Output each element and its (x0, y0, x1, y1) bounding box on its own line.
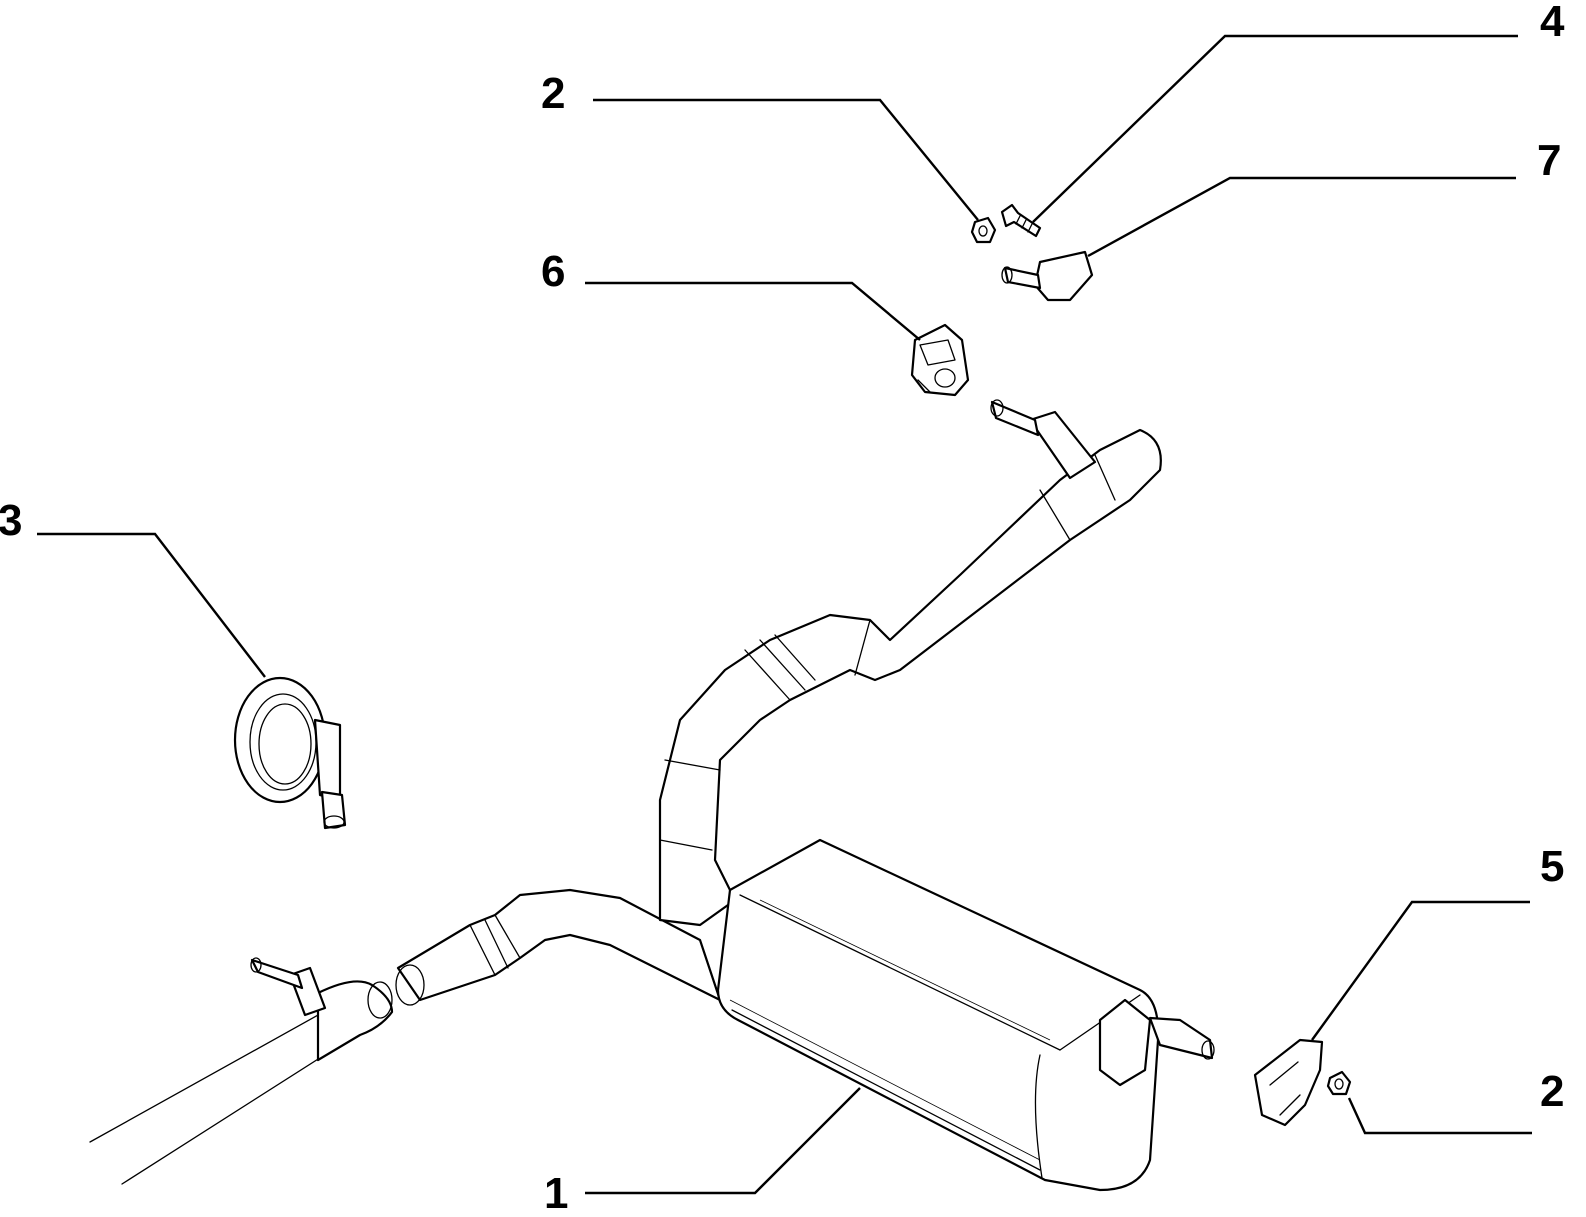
callout-4: 4 (1540, 0, 1565, 46)
leader-line-2-lower (1347, 1097, 1532, 1135)
front-pipe-section (89, 957, 394, 1185)
leader-line-4 (1032, 34, 1518, 223)
callout-3: 3 (0, 496, 22, 545)
leader-line-1 (585, 1087, 861, 1195)
callout-1: 1 (544, 1169, 568, 1217)
pipe-clamp (233, 676, 347, 830)
leader-line-2-upper (593, 98, 979, 221)
leader-line-3 (37, 532, 266, 678)
leader-line-7 (1087, 176, 1516, 258)
callout-6: 6 (541, 247, 565, 296)
rubber-mount (910, 323, 970, 397)
callout-7: 7 (1537, 136, 1561, 185)
leader-line-6 (585, 281, 921, 341)
callout-5: 5 (1540, 842, 1564, 891)
hanger-bracket-upper (1001, 250, 1094, 302)
callout-2-lower: 2 (1540, 1067, 1564, 1116)
bolt (1000, 203, 1042, 238)
callout-2-upper: 2 (541, 69, 565, 118)
nut-upper (970, 216, 997, 244)
leader-line-5 (1311, 900, 1530, 1041)
exhaust-pipe-assembly (395, 399, 1215, 1192)
hanger-bracket-rear (1253, 1038, 1324, 1127)
leader-lines (37, 34, 1532, 1195)
nut-lower (1326, 1070, 1352, 1096)
